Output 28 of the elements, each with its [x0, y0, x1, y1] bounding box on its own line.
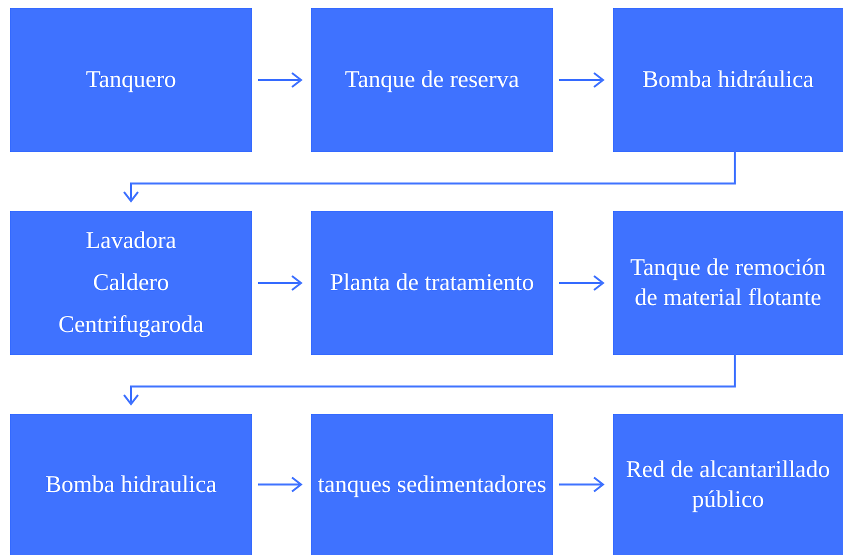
- box-label: Tanquero: [86, 66, 176, 95]
- arrow: [559, 476, 604, 492]
- box-label: Bomba hidraulica: [45, 470, 217, 500]
- arrow: [559, 275, 604, 291]
- arrow: [258, 72, 302, 88]
- process-box: [613, 414, 843, 555]
- process-box: [10, 211, 252, 355]
- process-box: [311, 8, 553, 152]
- box-label: Lavadora: [86, 227, 176, 256]
- box-label: Caldero: [93, 269, 169, 298]
- box-label: Tanque de reserva: [344, 66, 520, 95]
- arrow: [123, 355, 736, 405]
- arrow: [559, 72, 604, 88]
- box-label: Bomba hidráulica: [642, 66, 814, 95]
- process-box: [613, 8, 843, 152]
- box-label: Red de alcantarillado público: [625, 456, 831, 514]
- process-box: [10, 8, 252, 152]
- arrow: [258, 275, 302, 291]
- arrow: [123, 152, 736, 202]
- box-label: Tanque de remoción de material flotante: [629, 254, 827, 313]
- process-box: [10, 414, 252, 555]
- arrow: [258, 476, 302, 492]
- process-box: [613, 211, 843, 355]
- box-label: Centrifugaroda: [58, 311, 204, 340]
- box-label: Planta de tratamiento: [330, 269, 534, 298]
- box-label: tanques sedimentadores: [318, 470, 546, 500]
- process-box: [311, 211, 553, 355]
- process-box: [311, 414, 553, 555]
